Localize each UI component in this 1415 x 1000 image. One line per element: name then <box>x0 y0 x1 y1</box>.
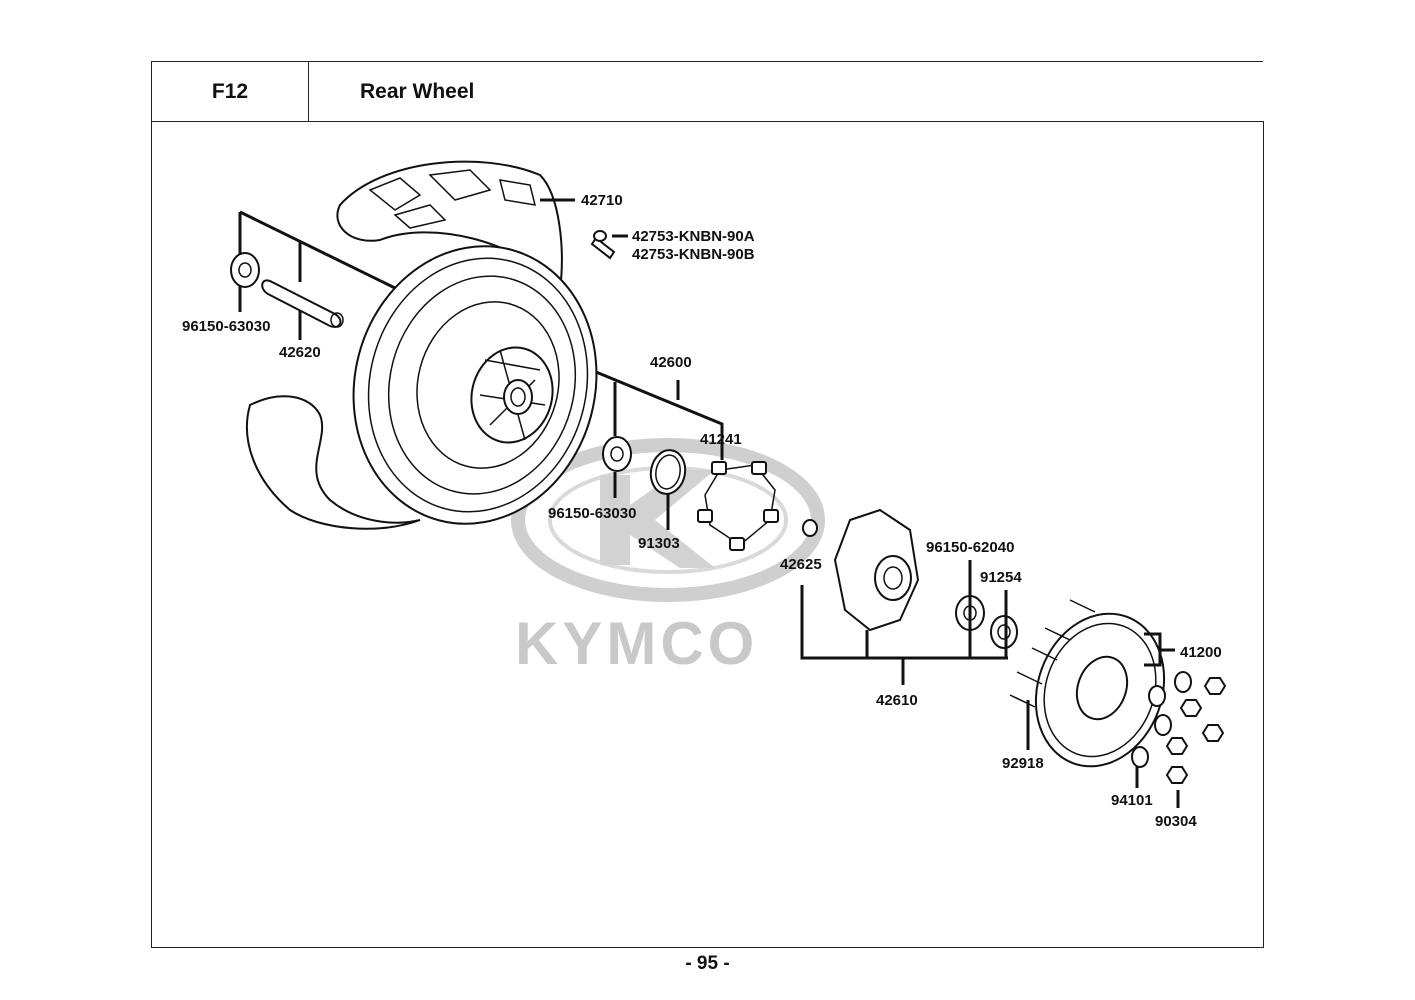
callout-42625: 42625 <box>780 556 822 573</box>
callout-42620: 42620 <box>279 344 321 361</box>
callout-42710: 42710 <box>581 192 623 209</box>
leader-lines <box>238 198 1180 808</box>
page-number: - 95 - <box>685 953 730 974</box>
callout-91254: 91254 <box>980 569 1022 586</box>
collar-part <box>261 279 344 328</box>
callout-96150-63030-center: 96150-63030 <box>548 505 636 522</box>
callout-96150-63030-left: 96150-63030 <box>182 318 270 335</box>
stud-bolts-part <box>1009 599 1096 708</box>
rim-part <box>352 245 598 525</box>
valve-part <box>590 230 616 260</box>
washers-part <box>1131 671 1192 768</box>
callout-92918: 92918 <box>1002 755 1044 772</box>
callout-91303: 91303 <box>638 535 680 552</box>
callout-41200: 41200 <box>1180 644 1222 661</box>
oil-seal-part <box>990 615 1018 649</box>
callout-90304: 90304 <box>1155 813 1197 830</box>
callout-41241: 41241 <box>700 431 742 448</box>
bearing-left-part <box>230 252 260 288</box>
nuts-part <box>1165 677 1227 784</box>
callout-94101: 94101 <box>1111 792 1153 809</box>
o-ring-part <box>649 449 687 495</box>
bearing-center-part <box>602 436 632 472</box>
callout-42600: 42600 <box>650 354 692 371</box>
callout-42753b: 42753-KNBN-90B <box>632 246 755 263</box>
callout-96150-62040: 96150-62040 <box>926 539 1014 556</box>
diagram-frame <box>151 121 1264 948</box>
sprocket-hub-part <box>802 508 920 632</box>
callout-42610: 42610 <box>876 692 918 709</box>
sprocket-part <box>1034 612 1166 768</box>
damper-set-part <box>697 461 779 551</box>
kymco-watermark-logo: KYMCO <box>511 438 825 677</box>
watermark-text: KYMCO <box>515 610 758 677</box>
callout-42753a: 42753-KNBN-90A <box>632 228 755 245</box>
